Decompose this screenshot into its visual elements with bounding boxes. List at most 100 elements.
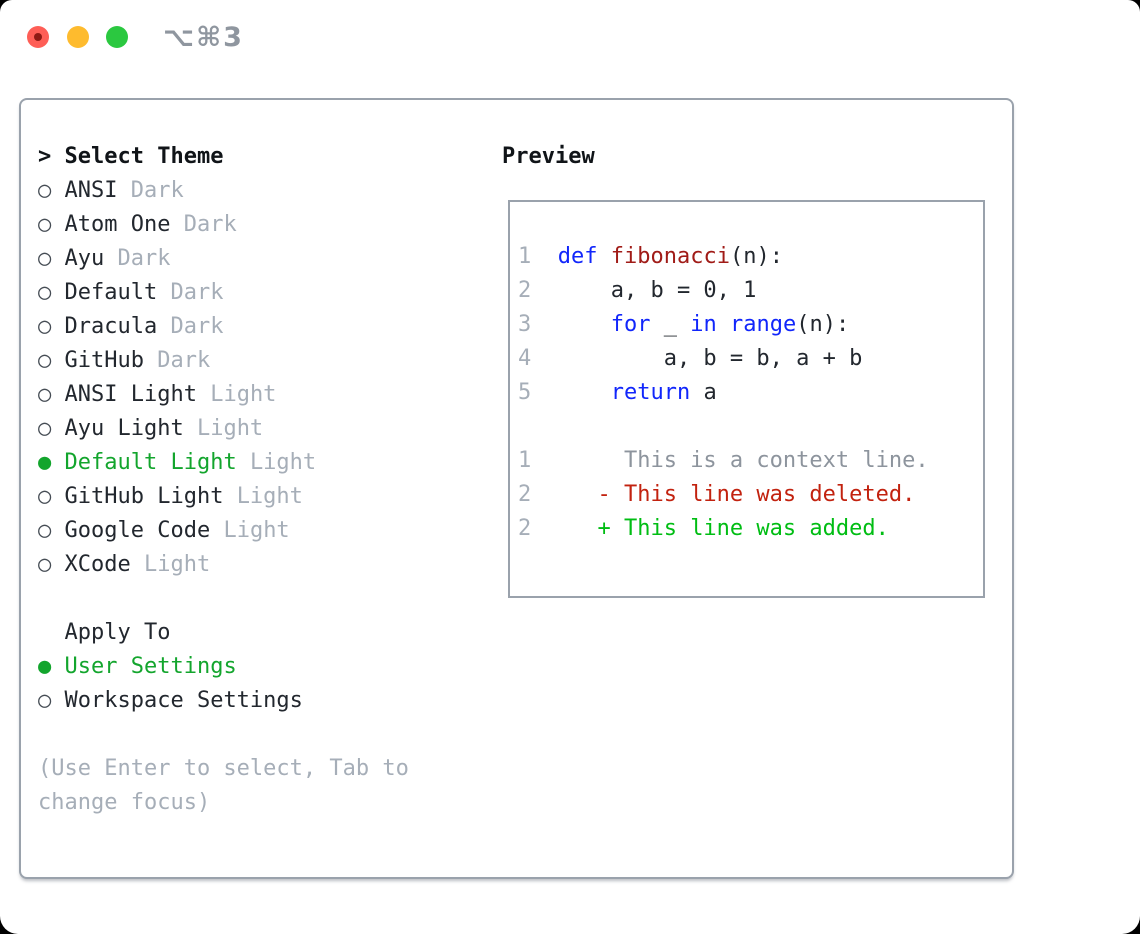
select-theme-header: > Select Theme (38, 140, 409, 174)
code-segment (531, 244, 558, 269)
line-number: 1 (518, 244, 532, 269)
theme-option[interactable]: ○ Google Code Light (38, 514, 409, 548)
code-segment (717, 312, 730, 337)
code-segment (531, 312, 610, 337)
code-segment: This is a context line. (531, 448, 929, 473)
radio-icon: ○ (38, 416, 65, 441)
code-segment: def (557, 244, 598, 269)
code-segment: a, b = b, a + b (531, 346, 863, 371)
theme-option[interactable]: ○ Atom One Dark (38, 208, 409, 242)
apply-option[interactable]: ○ Workspace Settings (38, 684, 409, 718)
radio-icon: ○ (38, 314, 65, 339)
radio-icon: ○ (38, 484, 65, 509)
selected-radio-icon: ● (38, 450, 65, 475)
apply-target-name: Workspace Settings (64, 688, 303, 713)
code-line: 2 a, b = 0, 1 (518, 274, 983, 308)
window-titlebar: ⌥⌘3 (0, 0, 1140, 76)
selected-radio-icon: ● (38, 654, 65, 679)
zoom-button[interactable] (106, 26, 128, 48)
code-segment: in (690, 312, 717, 337)
hint-text: (Use Enter to select, Tab to (38, 756, 409, 781)
code-line: 1 This is a context line. (518, 444, 983, 478)
code-segment: return (610, 380, 691, 405)
close-button[interactable] (27, 26, 49, 48)
theme-option[interactable]: ○ Ayu Dark (38, 242, 409, 276)
focus-indicator: > (38, 144, 65, 169)
theme-variant-tag: Light (249, 450, 317, 475)
theme-variant-tag: Dark (157, 348, 211, 373)
code-segment: for (610, 312, 651, 337)
theme-name: Ayu (64, 246, 118, 271)
code-segment: range (729, 312, 797, 337)
theme-selector-panel: > Select Theme○ ANSI Dark○ Atom One Dark… (19, 98, 1014, 879)
line-number: 1 (518, 448, 532, 473)
radio-icon: ○ (38, 212, 65, 237)
spacer-row (38, 718, 409, 752)
theme-option[interactable]: ○ ANSI Light Light (38, 378, 409, 412)
radio-icon: ○ (38, 552, 65, 577)
theme-list: > Select Theme○ ANSI Dark○ Atom One Dark… (38, 140, 409, 820)
line-number: 4 (518, 346, 532, 371)
radio-icon: ○ (38, 178, 65, 203)
apply-to-header: Apply To (38, 616, 409, 650)
theme-option[interactable]: ○ XCode Light (38, 548, 409, 582)
line-number: 2 (518, 278, 532, 303)
radio-icon: ○ (38, 382, 65, 407)
radio-icon: ○ (38, 348, 65, 373)
apply-to-title: Apply To (64, 620, 171, 645)
preview-header: Preview (502, 144, 595, 169)
apply-target-name: User Settings (64, 654, 237, 679)
theme-variant-tag: Light (210, 382, 277, 407)
code-segment: - This line was deleted. (531, 482, 916, 507)
blank-line (518, 410, 983, 444)
code-segment: + This line was added. (531, 516, 889, 541)
spacer-row (38, 582, 409, 616)
apply-option[interactable]: ● User Settings (38, 650, 409, 684)
theme-name: GitHub (64, 348, 158, 373)
theme-variant-tag: Light (143, 552, 211, 577)
code-line: 2 - This line was deleted. (518, 478, 983, 512)
radio-icon: ○ (38, 246, 65, 271)
window-shortcut-label: ⌥⌘3 (163, 22, 244, 53)
theme-name: Dracula (64, 314, 171, 339)
theme-variant-tag: Dark (183, 212, 237, 237)
select-theme-title: Select Theme (64, 144, 224, 169)
theme-name: ANSI Light (64, 382, 211, 407)
code-segment: (n): (796, 312, 850, 337)
theme-variant-tag: Dark (117, 246, 171, 271)
theme-variant-tag: Dark (170, 280, 224, 305)
theme-name: Ayu Light (64, 416, 197, 441)
code-segment: _ (650, 312, 691, 337)
theme-variant-tag: Light (223, 518, 290, 543)
radio-icon: ○ (38, 518, 65, 543)
theme-option[interactable]: ○ ANSI Dark (38, 174, 409, 208)
code-line: 2 + This line was added. (518, 512, 983, 546)
code-line: 4 a, b = b, a + b (518, 342, 983, 376)
code-line: 3 for _ in range(n): (518, 308, 983, 342)
radio-icon: ○ (38, 280, 65, 305)
line-number: 3 (518, 312, 532, 337)
hint-text: change focus) (38, 790, 211, 815)
theme-option[interactable]: ○ Ayu Light Light (38, 412, 409, 446)
theme-name: Default (64, 280, 171, 305)
close-dot-icon (34, 33, 42, 41)
theme-name: XCode (64, 552, 144, 577)
theme-variant-tag: Dark (130, 178, 184, 203)
theme-name: GitHub Light (64, 484, 237, 509)
code-segment: (n): (729, 244, 783, 269)
theme-option[interactable]: ● Default Light Light (38, 446, 409, 480)
theme-option[interactable]: ○ GitHub Light Light (38, 480, 409, 514)
line-number: 2 (518, 482, 532, 507)
code-segment: a (690, 380, 717, 405)
theme-variant-tag: Light (196, 416, 264, 441)
theme-option[interactable]: ○ GitHub Dark (38, 344, 409, 378)
line-number: 2 (518, 516, 532, 541)
theme-option[interactable]: ○ Dracula Dark (38, 310, 409, 344)
radio-icon: ○ (38, 688, 65, 713)
theme-option[interactable]: ○ Default Dark (38, 276, 409, 310)
code-segment (531, 380, 610, 405)
minimize-button[interactable] (67, 26, 89, 48)
